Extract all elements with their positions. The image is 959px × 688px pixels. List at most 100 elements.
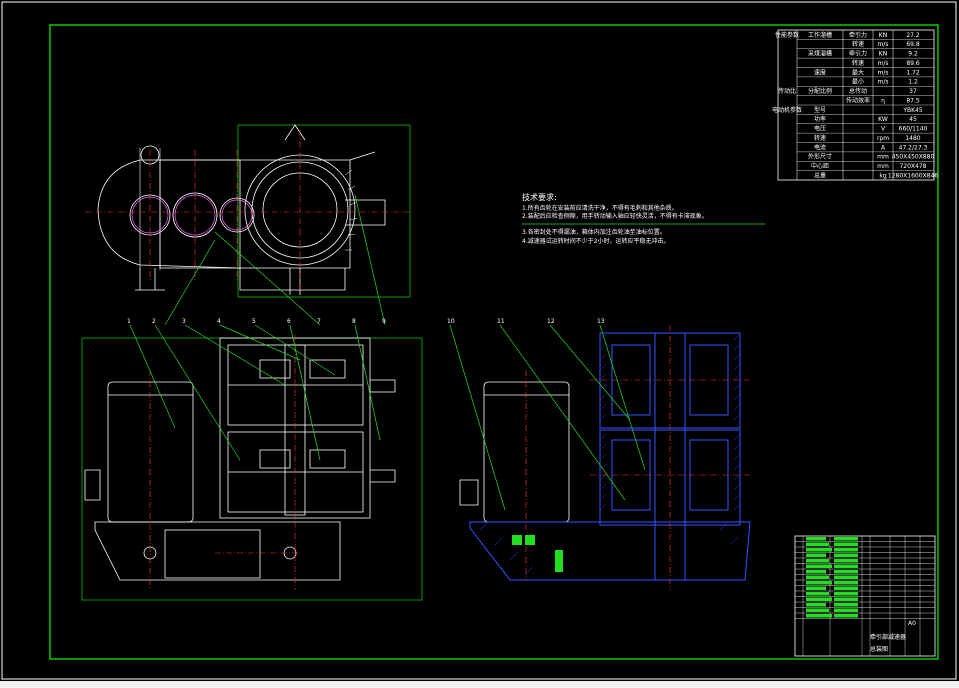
- title-block-entry: [834, 614, 858, 618]
- spec-cell-item: 最大: [852, 68, 864, 76]
- spec-cell-unit: m/s: [878, 41, 889, 48]
- spec-cell-value: 1280X1600X846: [888, 172, 938, 179]
- spec-cell-value: YBK45: [902, 107, 923, 114]
- leader-lines: [129, 194, 646, 511]
- part-number-labels: 1 2 3 4 5 6 7 8 9 10 11 12 13: [127, 318, 605, 325]
- spec-cell-value: 720X478: [899, 163, 926, 170]
- top-view-centerlines: [85, 130, 410, 290]
- part-label: 1: [127, 318, 131, 325]
- part-label: 3: [182, 318, 186, 325]
- spec-cell-name: 电压: [814, 125, 826, 133]
- part-label: 12: [547, 318, 555, 325]
- spec-cell-unit: KW: [878, 116, 888, 123]
- title-block-entry: [834, 564, 858, 568]
- spec-cell-name: 速度: [814, 68, 826, 76]
- spec-cell-value: 69.8: [906, 41, 920, 48]
- part-label: 5: [252, 318, 256, 325]
- drawing-border: [49, 24, 939, 660]
- spec-cell-item: 最小: [852, 78, 864, 86]
- dimension-box-top: [237, 124, 411, 298]
- spec-cell-value: 87.5: [906, 97, 920, 104]
- title-block-school: 总装图: [870, 645, 888, 653]
- spec-cell-name: 分配比例: [808, 87, 832, 95]
- spec-cell-item: 牵引力: [849, 31, 867, 39]
- part-label: 7: [317, 318, 321, 325]
- dimension-box-left: [81, 337, 423, 601]
- title-block: A0 牵引部减速器 总装图: [794, 535, 936, 657]
- spec-cell-item: 转速: [852, 59, 864, 67]
- spec-cell-group: 性能参数: [775, 31, 799, 39]
- spec-cell-name: 采煤溜槽: [808, 50, 832, 58]
- spec-cell-item: 总传动: [849, 87, 867, 95]
- part-label: 4: [217, 318, 221, 325]
- spec-cell-value: 89.6: [906, 60, 920, 67]
- spec-cell-value: 1480: [905, 135, 920, 142]
- spec-cell-name: 外形尺寸: [808, 153, 832, 161]
- title-block-entry: [806, 581, 832, 585]
- tech-req-line: 1.所有齿轮在安装前应清洗干净，不得有毛刺和其他杂质。: [522, 204, 678, 212]
- gearbox-side-view: [81, 337, 423, 601]
- title-block-entry: [834, 608, 858, 612]
- title-block-entry: [806, 586, 826, 590]
- title-block-entry: [834, 553, 858, 557]
- spec-cell-group: 电动机参数: [772, 106, 802, 114]
- spec-cell-unit: A: [881, 144, 886, 151]
- tech-req-line: 3.各密封处不得漏油，箱体内加注齿轮油至油标位置。: [522, 228, 666, 236]
- section-green-parts: [512, 535, 563, 572]
- title-block-entry: [806, 597, 832, 601]
- title-block-entry: [806, 603, 826, 607]
- spec-cell-value: 9.2: [908, 51, 918, 58]
- spec-cell-unit: KN: [879, 51, 887, 58]
- part-label: 11: [497, 318, 505, 325]
- spec-cell-name: 功率: [814, 115, 826, 123]
- title-block-entry: [834, 570, 858, 574]
- spec-cell-name: 型号: [814, 106, 826, 114]
- tech-req-line: 2.装配后应检查侧隙，用手转动输入轴应轻快灵活，不得有卡滞现象。: [522, 212, 708, 220]
- title-block-entry: [834, 581, 858, 585]
- title-block-entry: [806, 570, 826, 574]
- status-strip: [0, 681, 959, 688]
- spec-cell-value: 1.2: [908, 79, 918, 86]
- side-view-centerlines: [149, 335, 300, 590]
- spec-cell-group: 传动比: [778, 87, 796, 95]
- title-block-entry: [834, 603, 858, 607]
- spec-cell-value: 47.2/27.3: [899, 144, 928, 151]
- spec-cell-item: 牵引力: [849, 50, 867, 58]
- spec-cell-name: 电流: [814, 143, 826, 151]
- tech-req-title: 技术要求:: [522, 192, 557, 202]
- title-block-entry: [834, 559, 858, 563]
- spec-cell-unit: V: [881, 126, 886, 133]
- title-block-entry: [834, 542, 858, 546]
- top-view-accents: [131, 194, 253, 236]
- part-label: 2: [152, 318, 156, 325]
- part-label: 9: [382, 318, 386, 325]
- spec-cell-name: 工作溜槽: [808, 31, 832, 39]
- title-block-entry: [834, 548, 858, 552]
- spec-cell-value: 45: [909, 116, 917, 123]
- title-block-entry: [806, 608, 829, 612]
- spec-cell-unit: KN: [879, 32, 887, 39]
- part-label: 6: [287, 318, 291, 325]
- spec-cell-unit: rpm: [877, 135, 889, 142]
- section-hatching: [479, 333, 741, 576]
- spec-cell-value: 37: [909, 88, 917, 95]
- spec-cell-value: 660/1140: [899, 126, 928, 133]
- part-label: 10: [447, 318, 455, 325]
- title-block-entry: [806, 537, 826, 541]
- spec-cell-unit: kg: [879, 172, 886, 179]
- spec-cell-name: 转速: [814, 134, 826, 142]
- title-block-entry: [834, 575, 858, 579]
- title-block-entry: [806, 548, 832, 552]
- spec-cell-unit: mm: [877, 163, 889, 170]
- gearbox-section-view: [459, 381, 570, 523]
- spec-cell-value: 450X450X880: [892, 154, 935, 161]
- title-block-entry: [834, 597, 858, 601]
- spec-cell-unit: m/s: [878, 69, 889, 76]
- spec-cell-name: 总重: [814, 171, 826, 179]
- title-block-entry: [806, 553, 826, 557]
- technical-requirements: 技术要求: 1.所有齿轮在安装前应清洗干净，不得有毛刺和其他杂质。 2.装配后应…: [522, 192, 765, 245]
- title-block-entry: [834, 592, 858, 596]
- title-block-entry: [806, 614, 832, 618]
- spec-cell-value: 27.2: [906, 32, 920, 39]
